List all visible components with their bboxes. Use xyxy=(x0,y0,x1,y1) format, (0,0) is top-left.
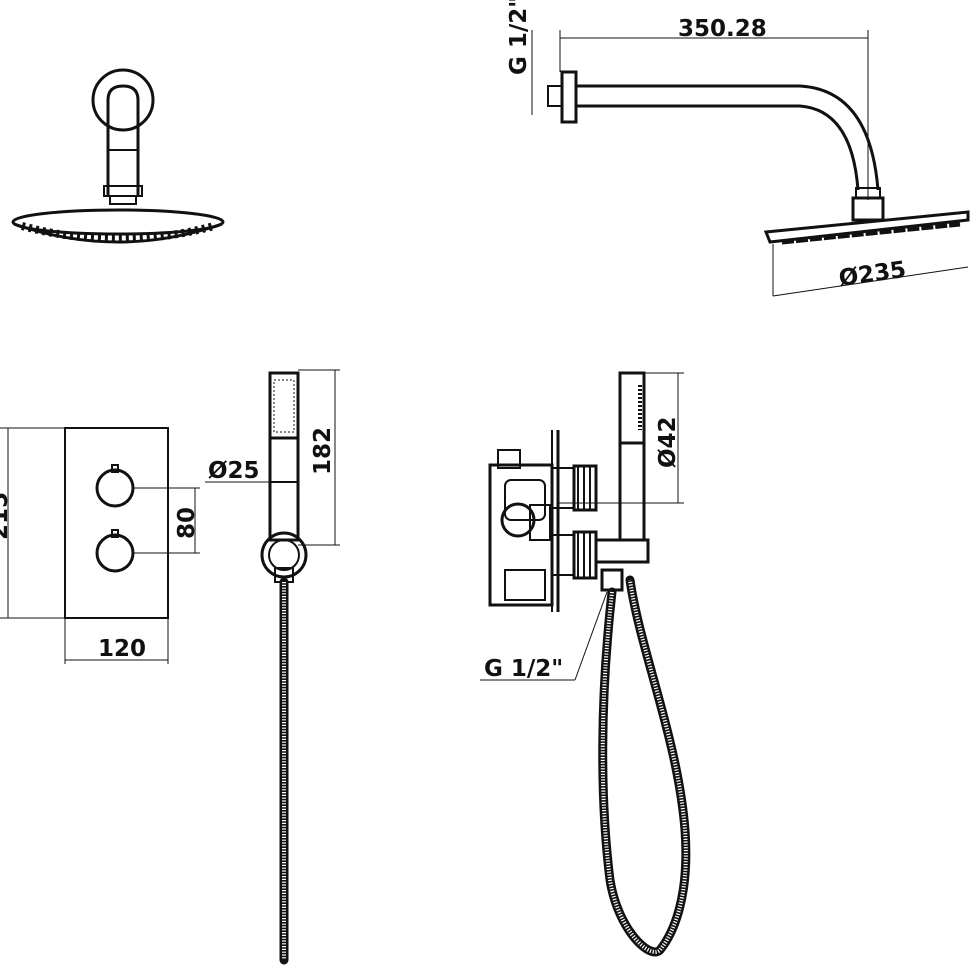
valve-side-view xyxy=(480,371,691,957)
shower-head-front-view xyxy=(11,68,225,244)
arm-length-label: 350.28 xyxy=(678,16,767,42)
head-diameter-label: Ø235 xyxy=(837,257,908,292)
handset-diameter-label: Ø25 xyxy=(208,458,260,484)
plate-width-label: 120 xyxy=(98,636,146,662)
plate-height-label: 215 xyxy=(0,492,13,540)
valve-plate-front-view xyxy=(0,427,200,664)
outlet-thread-label: G 1/2" xyxy=(484,656,563,682)
knob-spacing-label: 80 xyxy=(174,507,200,539)
shower-arm-side-view xyxy=(531,30,970,297)
valve-depth-label: Ø42 xyxy=(655,416,681,468)
handset-length-label: 182 xyxy=(310,427,336,475)
arm-thread-label: G 1/2" xyxy=(506,0,532,75)
handset-front-view xyxy=(205,369,340,965)
